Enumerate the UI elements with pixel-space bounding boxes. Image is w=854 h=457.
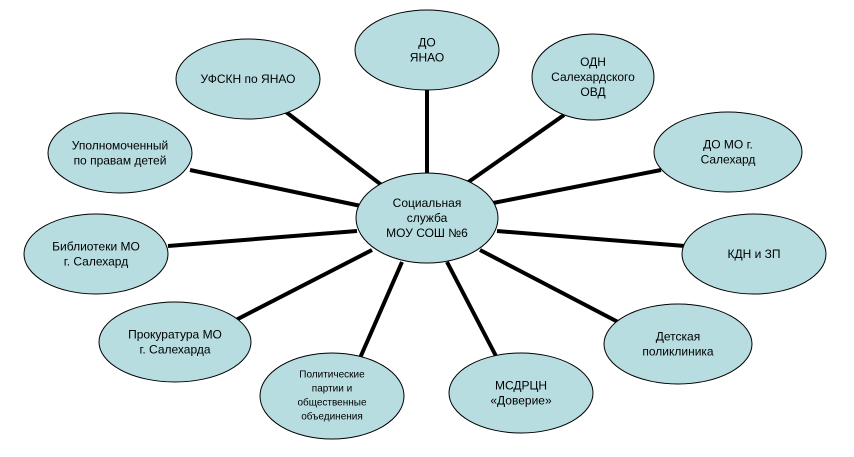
connector-biblioteki xyxy=(167,229,358,248)
node-do-mo-salekhard-shape xyxy=(653,111,803,193)
node-do-mo-salekhard: ДО МО г.Салехард xyxy=(653,111,803,193)
node-ufskn: УФСКН по ЯНАО xyxy=(175,38,321,120)
node-odn-ovd-shape xyxy=(531,33,655,121)
center-social-service-label: Социальная xyxy=(393,196,462,210)
node-upolnomochenny-shape xyxy=(47,112,193,194)
node-odn-ovd-label: Салехардского xyxy=(551,70,635,84)
center-social-service-shape xyxy=(355,172,499,264)
node-detskaya-poliklinika-shape xyxy=(603,303,753,385)
connector-upolnomochenny xyxy=(189,168,362,208)
connector-lines xyxy=(167,87,686,359)
node-prokuratura-label: г. Салехарда xyxy=(139,343,210,357)
node-politicheskie-partii: Политические партии и общественные объедине… xyxy=(259,352,405,440)
node-do-yanao-shape xyxy=(354,9,500,91)
node-msdrcn-doverie-label: «Доверие» xyxy=(490,394,552,408)
node-kdn-zp-shape xyxy=(681,213,827,295)
node-politicheskie-partii-label: партии и xyxy=(312,384,352,395)
node-politicheskie-partii-label: объединения xyxy=(301,411,363,423)
node-politicheskie-partii-label: общественные xyxy=(297,397,367,409)
node-do-yanao-label: ДО xyxy=(418,36,435,50)
connector-detskaya-poliklinika xyxy=(479,248,619,324)
node-upolnomochenny-label: Уполномоченный xyxy=(72,139,168,153)
node-biblioteki-shape xyxy=(23,213,169,295)
node-biblioteki: Библиотеки МОг. Салехард xyxy=(23,213,169,295)
node-detskaya-poliklinika-label: поликлиника xyxy=(642,345,714,359)
node-do-mo-salekhard-label: Салехард xyxy=(701,153,756,167)
connector-msdrcn-doverie xyxy=(445,261,499,359)
node-detskaya-poliklinika-label: Детская xyxy=(656,330,700,344)
node-biblioteki-label: Библиотеки МО xyxy=(52,240,140,254)
connector-do-mo-salekhard xyxy=(492,168,662,205)
connector-prokuratura xyxy=(231,248,373,324)
node-do-yanao-label: ЯНАО xyxy=(410,51,444,65)
node-prokuratura: Прокуратура МОг. Салехарда xyxy=(98,301,252,383)
node-politicheskie-partii-shape xyxy=(259,352,405,440)
node-upolnomochenny-label: по правам детей xyxy=(74,154,167,168)
node-msdrcn-doverie: МСДРЦН«Доверие» xyxy=(448,352,594,434)
node-odn-ovd-label: ОДН xyxy=(580,55,606,69)
node-prokuratura-shape xyxy=(98,301,252,383)
node-politicheskie-partii-label: Политические xyxy=(299,370,365,381)
connector-ufskn xyxy=(284,110,390,192)
node-msdrcn-doverie-label: МСДРЦН xyxy=(495,379,547,393)
node-odn-ovd-label: ОВД xyxy=(580,85,605,99)
node-ufskn-shape xyxy=(175,38,321,120)
node-kdn-zp: КДН и ЗП xyxy=(681,213,827,295)
connector-odn-ovd xyxy=(465,113,566,185)
center-social-service-label: служба xyxy=(407,211,448,225)
node-kdn-zp-label: КДН и ЗП xyxy=(727,247,780,261)
node-prokuratura-label: Прокуратура МО xyxy=(128,328,222,342)
node-ufskn-label: УФСКН по ЯНАО xyxy=(201,72,296,86)
connector-kdn-zp xyxy=(496,229,686,248)
node-biblioteki-label: г. Салехард xyxy=(64,255,128,269)
node-msdrcn-doverie-shape xyxy=(448,352,594,434)
connector-politicheskie-partii xyxy=(358,261,404,359)
center-social-service-label: МОУ СОШ №6 xyxy=(386,226,468,240)
node-do-mo-salekhard-label: ДО МО г. xyxy=(703,138,753,152)
